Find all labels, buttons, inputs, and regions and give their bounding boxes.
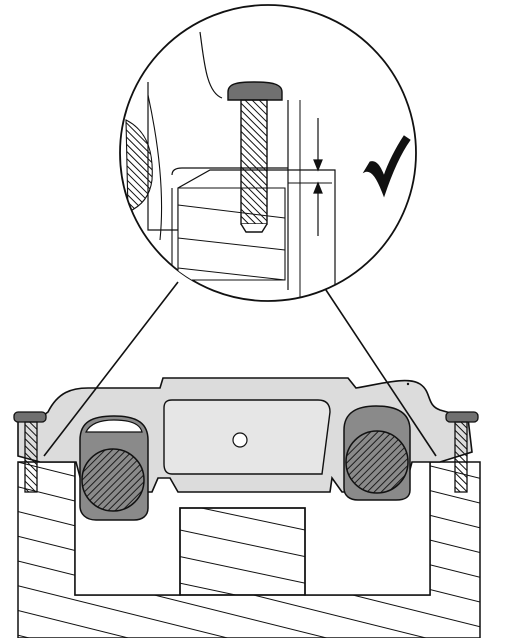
detail-magnifier [119,4,417,302]
right-screw-icon [445,411,479,493]
check-mark-glyph: ✓ [0,0,1,1]
check-mark-icon: ✓ [0,0,411,198]
dimension-arrows-icon [313,118,323,236]
left-screw-icon [13,411,47,493]
left-rod [79,415,149,521]
zoom-callout-lines [43,281,437,457]
reference-dot [406,382,410,386]
right-rod [343,405,411,501]
screw-icon [227,81,283,233]
base-block [17,461,481,638]
